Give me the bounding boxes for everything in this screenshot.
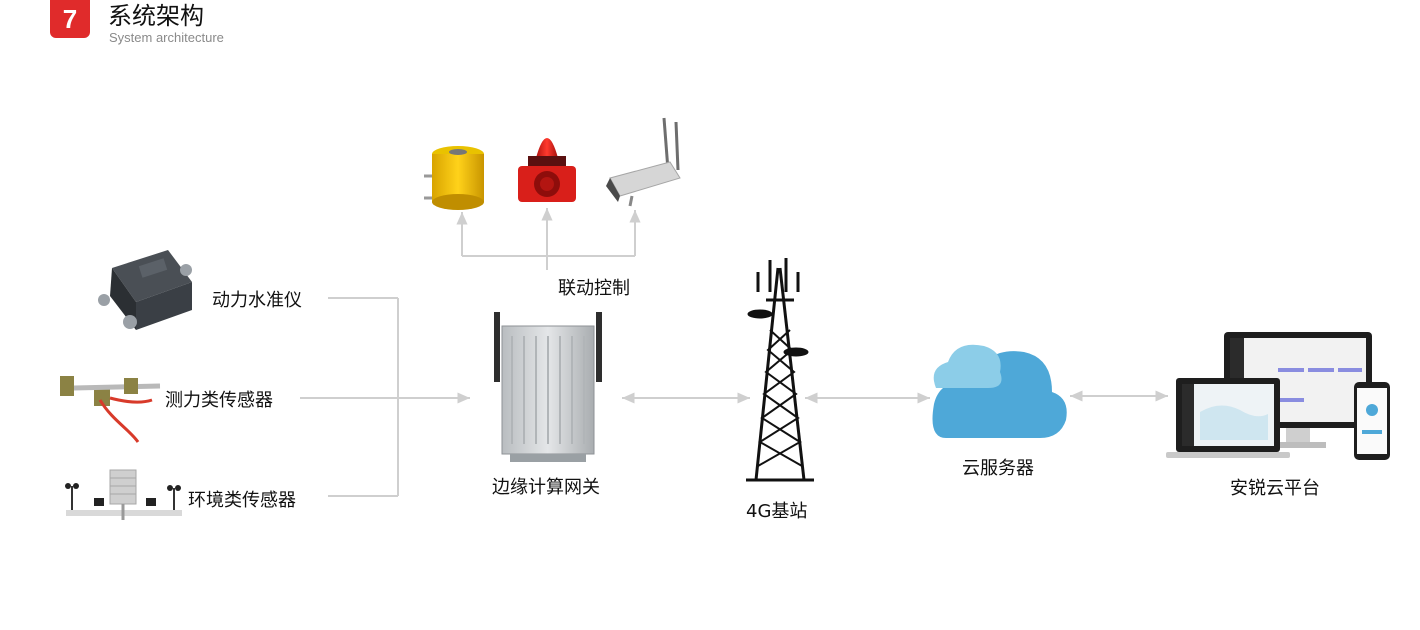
sensor-connectors xyxy=(300,297,470,497)
page-subtitle: System architecture xyxy=(109,30,224,45)
sensor-label-environment: 环境类传感器 xyxy=(188,490,296,511)
control-connectors xyxy=(456,208,641,270)
tower-label: 4G基站 xyxy=(746,501,808,522)
edge-gateway-icon xyxy=(494,312,602,462)
page-title: 系统架构 xyxy=(108,2,204,30)
network-connectors xyxy=(622,390,1168,404)
level-gauge-device-icon xyxy=(98,250,192,330)
sensor-label-force: 测力类传感器 xyxy=(165,390,273,411)
environment-sensor-device-icon xyxy=(65,469,182,520)
gateway-label: 边缘计算网关 xyxy=(492,477,600,498)
hydraulic-jack-icon xyxy=(424,146,484,210)
cloud-label: 云服务器 xyxy=(962,458,1034,479)
control-label: 联动控制 xyxy=(558,278,630,299)
cell-tower-icon xyxy=(746,258,814,482)
section-number-badge: 7 xyxy=(50,0,90,38)
cloud-server-icon xyxy=(932,344,1067,438)
platform-devices-icon xyxy=(1166,332,1390,460)
platform-label: 安锐云平台 xyxy=(1230,478,1320,499)
surveillance-camera-icon xyxy=(606,117,681,207)
alarm-light-icon xyxy=(518,138,576,202)
sensor-label-level: 动力水准仪 xyxy=(212,290,302,311)
force-sensor-device-icon xyxy=(60,376,161,443)
